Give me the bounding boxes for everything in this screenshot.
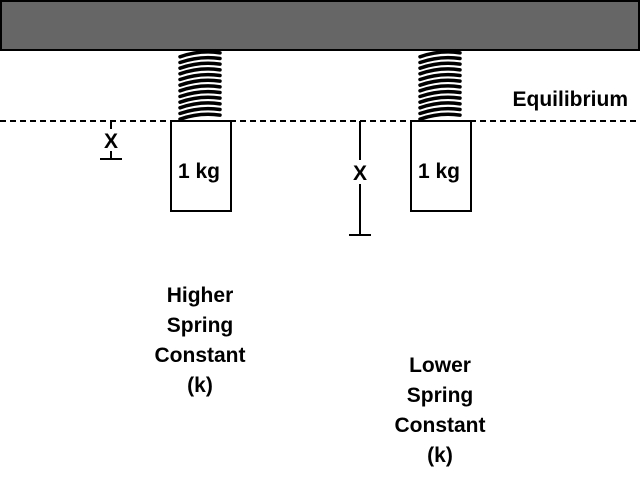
spring-coil — [178, 101, 222, 110]
left-mass-label: 1 kg — [178, 160, 220, 183]
left-caption-line: Spring — [166, 314, 234, 337]
spring-coil — [418, 78, 462, 87]
spring-coil — [178, 84, 222, 93]
spring-coil — [418, 89, 462, 99]
spring-coil — [178, 89, 222, 99]
spring-coil — [178, 95, 222, 104]
spring-coil — [418, 61, 462, 70]
left-spring — [178, 50, 222, 121]
right-caption-line: Lower — [409, 354, 471, 377]
spring-coil — [418, 112, 462, 121]
spring-coil — [418, 84, 462, 93]
right-mass-label: 1 kg — [418, 160, 460, 183]
spring-coil — [178, 112, 222, 121]
right-mass-block — [410, 120, 472, 212]
left-caption-line: Higher — [166, 284, 234, 307]
right-displacement-marker — [349, 121, 371, 236]
spring-coil — [418, 67, 462, 76]
spring-coil — [178, 106, 222, 116]
ceiling — [0, 0, 640, 51]
spring-coil — [418, 55, 462, 65]
right-caption-line: (k) — [427, 444, 453, 467]
spring-coil — [418, 106, 462, 116]
left-displacement-label: X — [104, 130, 118, 153]
left-caption-line: Constant — [154, 344, 246, 367]
right-caption-line: Spring — [406, 384, 474, 407]
spring-coil — [178, 72, 222, 82]
spring-coil — [178, 55, 222, 65]
spring-coil — [178, 67, 222, 76]
left-caption: Higher Spring Constant (k) — [120, 281, 280, 401]
equilibrium-label: Equilibrium — [513, 88, 629, 111]
left-mass-block — [170, 120, 232, 212]
spring-coil — [178, 61, 222, 70]
spring-coil — [178, 78, 222, 87]
left-displacement-marker — [100, 121, 122, 160]
spring-coil — [418, 101, 462, 110]
right-caption-line: Constant — [394, 414, 486, 437]
spring-coil — [418, 50, 462, 59]
right-caption: Lower Spring Constant (k) — [360, 351, 520, 471]
right-spring — [418, 50, 462, 121]
spring-coil — [418, 72, 462, 82]
left-caption-line: (k) — [187, 374, 213, 397]
spring-coil — [178, 50, 222, 59]
spring-coil — [418, 95, 462, 104]
right-displacement-label: X — [353, 162, 367, 185]
